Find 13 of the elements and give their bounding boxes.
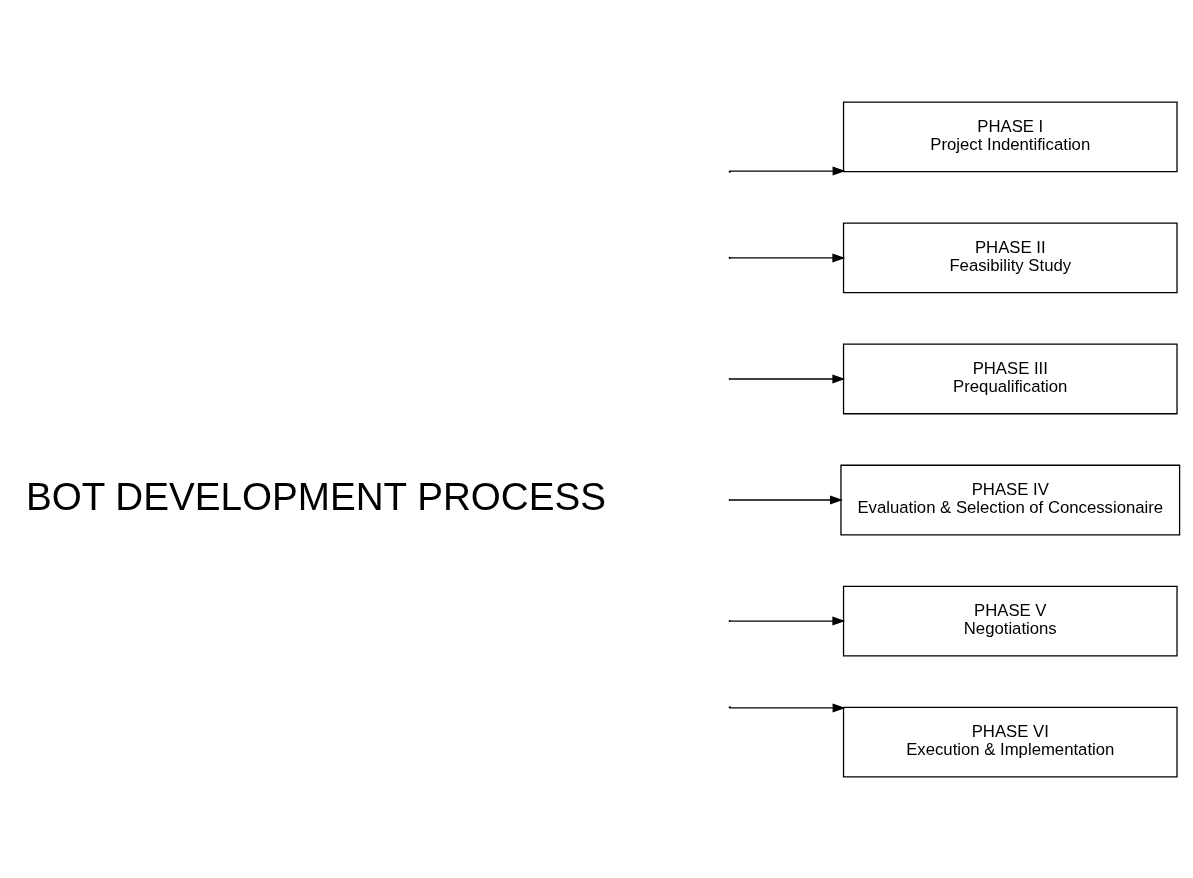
arrow (729, 702, 846, 712)
arrow (729, 373, 846, 383)
node-box: PHASE II Feasibility Study (842, 222, 1178, 293)
node-box: PHASE V Negotiations (842, 585, 1178, 656)
node-box: PHASE I Project Indentification (842, 101, 1178, 172)
arrow (729, 616, 846, 626)
arrow (729, 495, 843, 505)
arrow (729, 166, 846, 176)
arrow (729, 252, 846, 262)
label: BOT DEVELOPMENT PROCESS (25, 474, 606, 518)
node-box: PHASE VI Execution & Implementation (842, 706, 1178, 777)
node-box: PHASE IV Evaluation & Selection of Concessionaire (840, 464, 1181, 535)
node-box: PHASE III Prequalification (842, 343, 1178, 414)
